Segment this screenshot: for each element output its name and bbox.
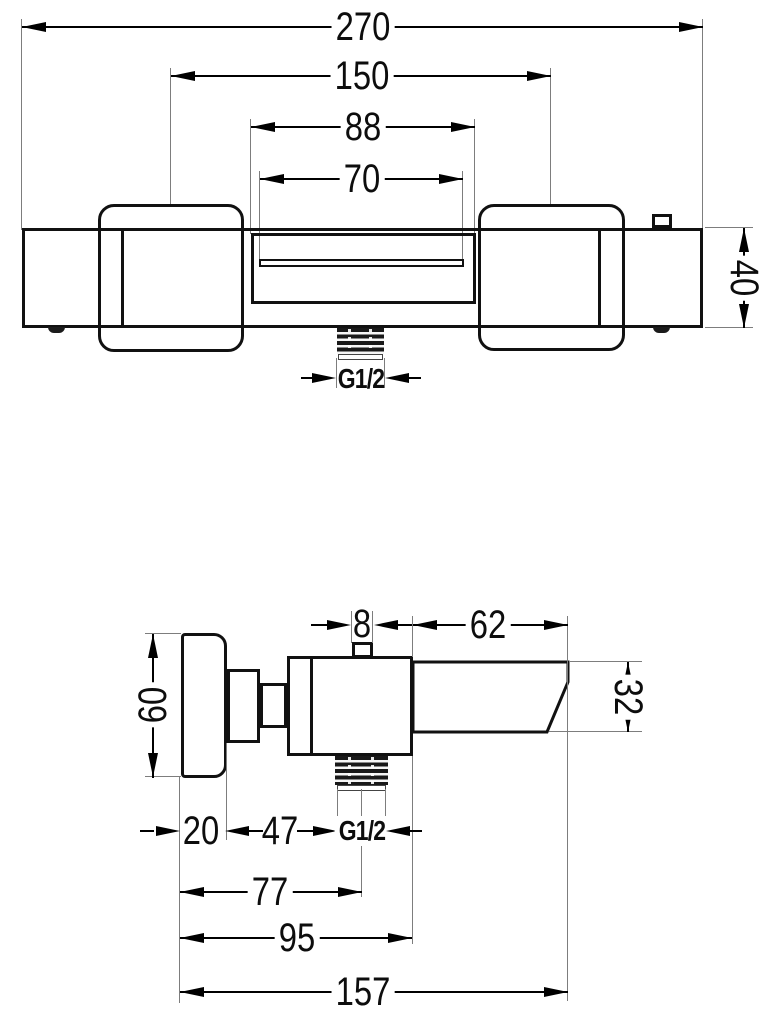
dim-arrowhead xyxy=(739,228,749,252)
extension-line xyxy=(351,611,352,643)
dim-157-label: 157 xyxy=(331,971,395,1013)
dim-line xyxy=(410,830,422,832)
mounting-nub-left xyxy=(48,327,65,333)
dim-thread-label-side: G1/2 xyxy=(334,816,390,846)
dim-arrowhead xyxy=(251,122,275,132)
dim-arrowhead xyxy=(148,753,158,777)
dim-arrowhead xyxy=(180,933,204,943)
extension-line xyxy=(705,227,753,228)
extension-line xyxy=(385,789,386,817)
extension-line xyxy=(145,633,181,634)
spout-side-outline xyxy=(411,660,570,734)
dim-arrowhead xyxy=(679,22,703,32)
dim-arrowhead xyxy=(374,620,398,630)
dim-arrowhead xyxy=(739,304,749,328)
dim-arrowhead xyxy=(386,826,410,836)
dim-arrowhead xyxy=(327,620,351,630)
dim-arrowhead xyxy=(451,122,475,132)
extension-line xyxy=(259,171,260,262)
extension-line xyxy=(336,358,337,388)
extension-line xyxy=(384,358,385,388)
dim-arrowhead xyxy=(22,22,46,32)
dim-47-label: 47 xyxy=(261,809,299,853)
extension-line xyxy=(550,68,551,205)
dim-line xyxy=(301,377,313,379)
valve-body-outline xyxy=(287,656,413,756)
dim-77-label: 77 xyxy=(247,871,293,913)
outlet-thread xyxy=(337,328,384,354)
waterfall-spout-outline xyxy=(251,233,476,304)
thread-end-cap xyxy=(338,354,383,360)
dim-arrowhead xyxy=(180,987,204,997)
extension-line xyxy=(474,119,475,234)
right-handle-outline xyxy=(478,204,625,351)
dim-arrowhead xyxy=(527,71,551,81)
dim-40-label: 40 xyxy=(722,255,766,301)
dim-60-label: 60 xyxy=(131,682,175,728)
extension-line xyxy=(702,19,703,230)
dim-32-label: 32 xyxy=(606,674,650,720)
diverter-knob-side xyxy=(352,642,373,658)
dim-arrowhead xyxy=(313,826,337,836)
dim-line xyxy=(398,624,414,626)
dim-arrowhead xyxy=(388,933,412,943)
spout-slot xyxy=(259,259,464,267)
dim-arrowhead xyxy=(544,620,568,630)
extension-line-spout-tip xyxy=(567,616,568,1001)
dim-arrowhead xyxy=(439,174,463,184)
extension-line xyxy=(412,616,413,657)
handle-side-outline xyxy=(181,633,227,778)
extension-line-body-face xyxy=(412,756,413,944)
extension-line-wall-face xyxy=(179,777,180,1003)
extension-line xyxy=(570,661,642,662)
dim-line xyxy=(140,830,154,832)
extension-line xyxy=(337,789,338,817)
extension-line xyxy=(250,119,251,234)
extension-line xyxy=(170,68,171,205)
extension-line xyxy=(21,19,22,230)
dim-62-label: 62 xyxy=(465,604,511,646)
dim-arrowhead xyxy=(623,708,633,732)
outlet-thread-side xyxy=(335,756,388,785)
valve-body-seam xyxy=(310,656,313,756)
dim-arrowhead xyxy=(148,634,158,658)
dim-70-label: 70 xyxy=(339,158,385,200)
extension-line xyxy=(549,731,642,732)
dim-arrowhead xyxy=(623,662,633,686)
dim-arrowhead xyxy=(312,373,336,383)
dim-95-label: 95 xyxy=(274,917,320,959)
extension-line xyxy=(226,743,227,840)
handle-stem-outline xyxy=(260,683,287,728)
extension-line xyxy=(705,327,753,328)
dim-8-label: 8 xyxy=(352,602,372,646)
dim-arrowhead xyxy=(413,620,437,630)
handle-base-outline xyxy=(227,669,260,743)
dim-arrowhead xyxy=(225,826,249,836)
faucet-body-outline xyxy=(22,228,703,328)
dim-line xyxy=(409,377,421,379)
diverter-button xyxy=(652,214,672,228)
extension-line xyxy=(462,171,463,262)
left-handle-outline xyxy=(98,204,244,352)
dim-88-label: 88 xyxy=(340,106,386,148)
dim-arrowhead xyxy=(385,373,409,383)
dim-150-label: 150 xyxy=(330,55,394,97)
dim-thread-label-top: G1/2 xyxy=(337,363,385,394)
dim-270-label: 270 xyxy=(331,6,395,48)
body-seam-left xyxy=(121,228,124,328)
dim-line xyxy=(311,624,327,626)
dim-line xyxy=(297,830,313,832)
mounting-nub-right xyxy=(653,327,670,333)
extension-line xyxy=(145,776,181,777)
dim-line xyxy=(249,830,263,832)
body-seam-right xyxy=(598,228,601,328)
dim-arrowhead xyxy=(260,174,284,184)
dim-20-label: 20 xyxy=(182,809,220,853)
extension-line xyxy=(372,611,373,643)
dim-arrowhead xyxy=(171,71,195,81)
dim-arrowhead xyxy=(544,987,568,997)
dim-arrowhead xyxy=(180,887,204,897)
dim-arrowhead xyxy=(156,826,180,836)
dim-arrowhead xyxy=(338,887,362,897)
